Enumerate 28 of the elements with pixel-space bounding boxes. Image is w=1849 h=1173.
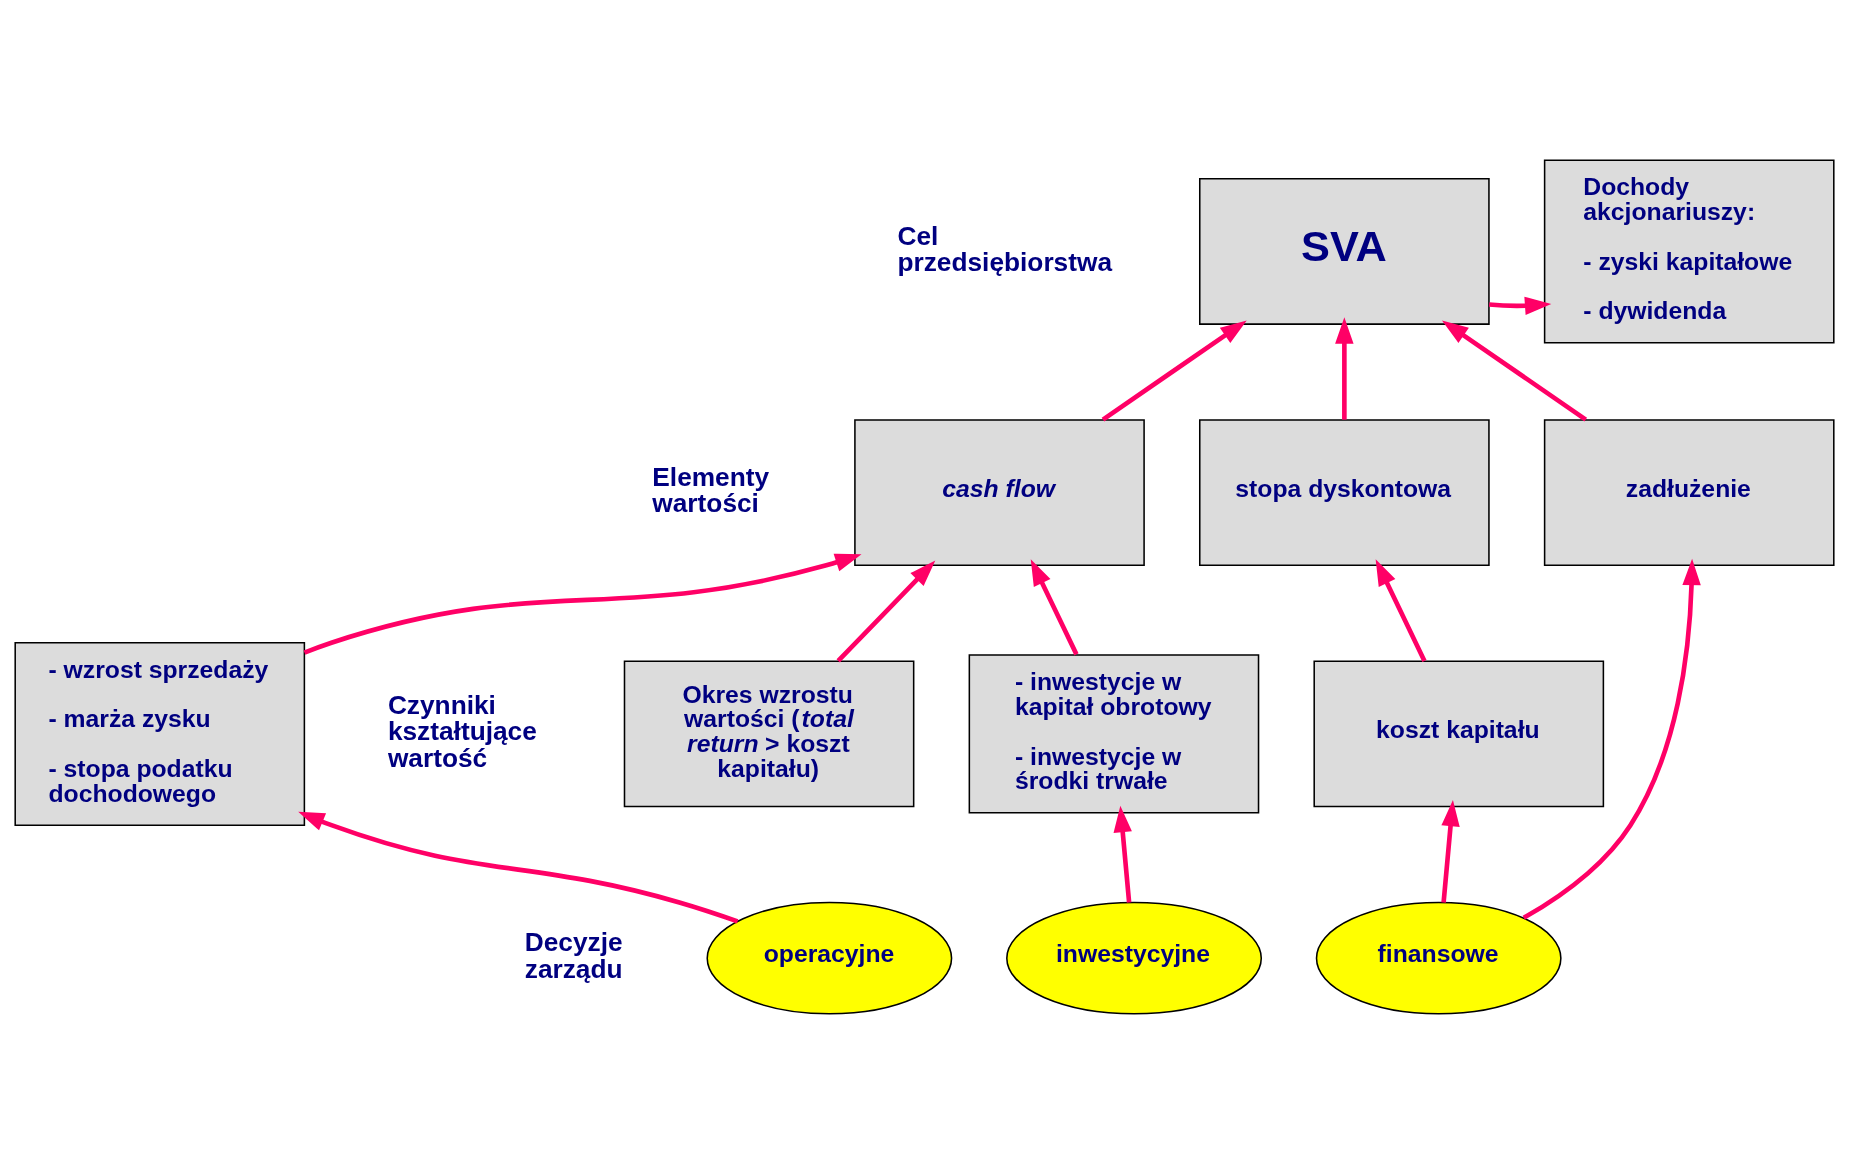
node-box: zadłużenie [1543,418,1835,566]
arrow [1522,558,1701,920]
arrow [1441,799,1460,903]
arrow [298,811,739,924]
node-box: stopa dyskontowa [1199,418,1490,566]
node-ellipse: operacyjne [706,901,953,1015]
arrow [1375,558,1427,662]
label: Elementy wartości [652,461,770,518]
arrow [1113,805,1132,903]
label: Cel przedsiębiorstwa [897,220,1113,277]
node-box: Okres wzrostu wartości (total return > koszt kapitału) [623,659,915,807]
arrow [836,560,936,662]
arrow [303,553,862,655]
node-ellipse: inwestycyjne [1006,901,1263,1015]
node-box: Dochody akcjonariuszy: - zyski kapitałowe - dywidenda [1543,158,1835,343]
arrow [1101,319,1247,422]
label: Czynniki kształtujące wartość [387,689,537,773]
arrow [1488,296,1552,315]
label: Decyzje zarządu [524,926,623,984]
arrow [1335,316,1354,420]
arrow [1030,558,1079,655]
node-box: cash flow [854,418,1145,566]
node-box: koszt kapitału [1313,659,1605,807]
node-box: - wzrost sprzedaży - marża zysku - stopa podatku dochodowego [14,641,306,826]
node-box: - inwestycje w kapitał obrotowy - inwestycje w środki trwałe [968,653,1260,814]
node-box: SVA [1199,177,1490,325]
node-ellipse: finansowe [1315,901,1562,1015]
arrow [1441,319,1588,422]
